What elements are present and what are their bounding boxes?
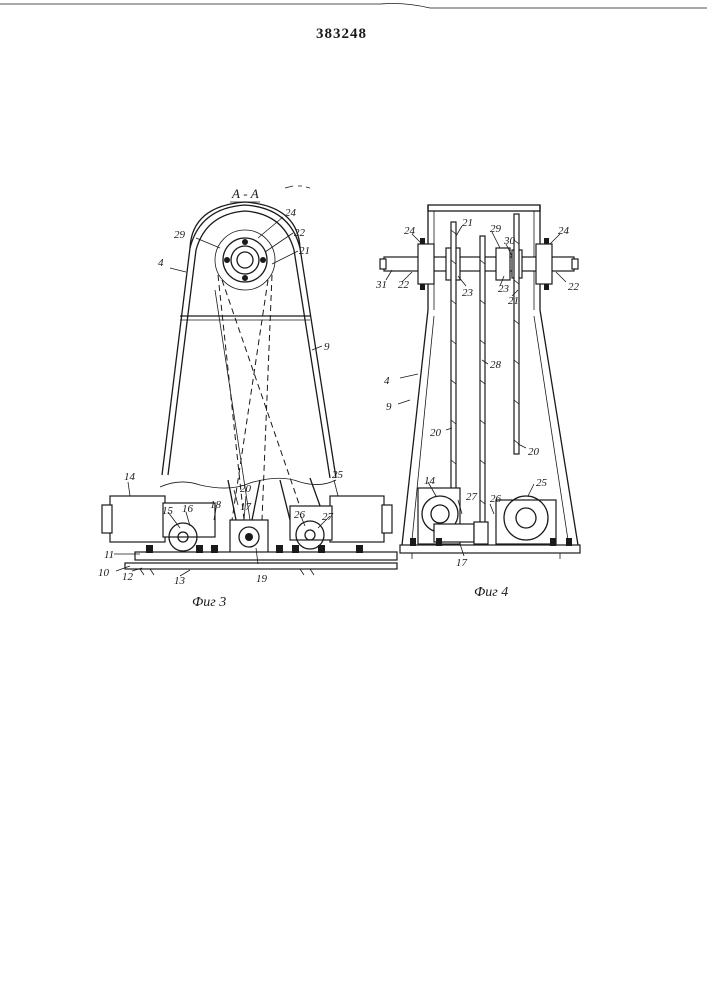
base-plate — [135, 552, 397, 560]
section-label: А - А — [231, 186, 259, 201]
svg-text:27: 27 — [466, 491, 478, 503]
svg-text:17: 17 — [456, 557, 468, 569]
motor-14 — [110, 496, 165, 542]
svg-text:19: 19 — [256, 573, 268, 585]
svg-text:12: 12 — [122, 571, 134, 583]
svg-text:9: 9 — [324, 341, 330, 353]
svg-text:24: 24 — [558, 225, 570, 237]
svg-text:13: 13 — [174, 575, 186, 587]
figure-3-drawing: А - А — [98, 186, 397, 610]
svg-text:27: 27 — [322, 511, 334, 523]
svg-text:26: 26 — [490, 493, 502, 505]
svg-text:14: 14 — [124, 471, 136, 483]
svg-text:25: 25 — [332, 469, 344, 481]
caption-fig4: Фиг 4 — [474, 585, 508, 600]
svg-text:29: 29 — [490, 223, 502, 235]
svg-text:22: 22 — [398, 279, 410, 291]
svg-text:21: 21 — [508, 295, 519, 307]
svg-text:21: 21 — [462, 217, 473, 229]
svg-text:30: 30 — [503, 235, 516, 247]
svg-text:22: 22 — [568, 281, 580, 293]
svg-text:21: 21 — [299, 245, 310, 257]
svg-text:18: 18 — [210, 499, 222, 511]
svg-text:4: 4 — [158, 257, 164, 269]
svg-text:20: 20 — [430, 427, 442, 439]
chain-dashed — [218, 275, 308, 530]
svg-text:29: 29 — [174, 229, 186, 241]
svg-text:11: 11 — [104, 549, 114, 561]
scan-border-line — [0, 4, 707, 9]
svg-text:20: 20 — [240, 483, 252, 495]
svg-text:22: 22 — [294, 227, 306, 239]
svg-text:23: 23 — [462, 287, 474, 299]
svg-text:24: 24 — [285, 207, 297, 219]
svg-text:20: 20 — [528, 446, 540, 458]
svg-text:31: 31 — [375, 279, 387, 291]
svg-text:9: 9 — [386, 401, 392, 413]
svg-text:23: 23 — [498, 283, 510, 295]
svg-text:15: 15 — [162, 505, 174, 517]
motor-25 — [330, 496, 384, 542]
svg-text:4: 4 — [384, 375, 390, 387]
svg-text:24: 24 — [404, 225, 416, 237]
svg-text:10: 10 — [98, 567, 110, 579]
svg-text:16: 16 — [182, 503, 194, 515]
caption-fig3: Фиг 3 — [192, 595, 226, 610]
svg-text:26: 26 — [294, 509, 306, 521]
svg-text:25: 25 — [536, 477, 548, 489]
svg-text:14: 14 — [424, 475, 436, 487]
svg-text:17: 17 — [240, 501, 252, 513]
figure-4-drawing: 24 21 29 30 24 31 22 23 23 22 21 4 28 9 … — [375, 205, 580, 600]
svg-text:28: 28 — [490, 359, 502, 371]
